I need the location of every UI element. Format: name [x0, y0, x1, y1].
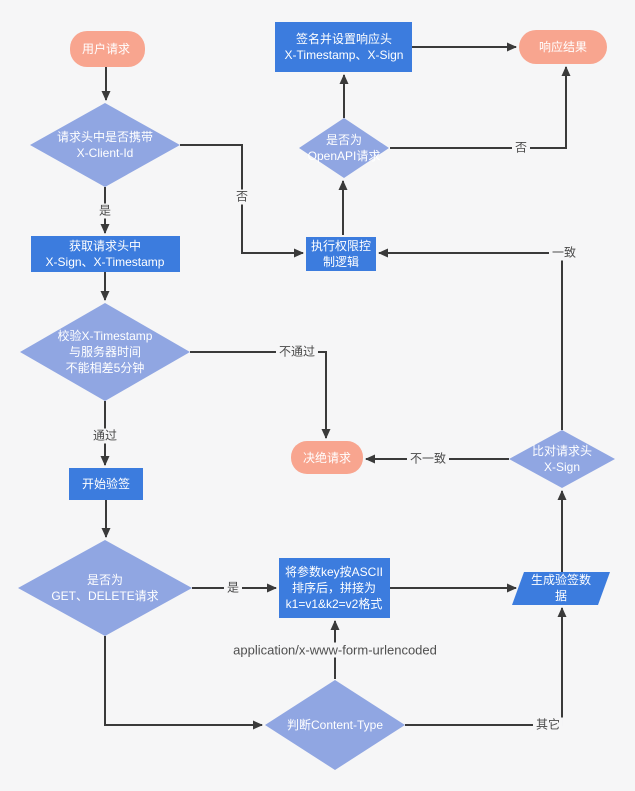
- node-sort-params-label: 将参数key按ASCII 排序后，拼接为 k1=v1&k2=v2格式: [284, 565, 384, 611]
- node-response-result-label: 响应结果: [538, 40, 588, 54]
- node-perm-control-shape: [306, 237, 376, 271]
- node-check-client-id-label: 请求头中是否携带 X-Client-Id: [56, 130, 154, 160]
- node-sort-params-shape: [279, 558, 390, 618]
- node-reject-request-shape: [291, 441, 363, 474]
- node-start-verify-label: 开始验签: [81, 477, 131, 491]
- node-content-type-check-shape: [265, 680, 405, 770]
- edge-label-other: 其它: [532, 717, 564, 733]
- edge-label-yes1: 是: [95, 203, 115, 219]
- edge-label-match: 一致: [548, 245, 580, 261]
- edge-openapi-no: [390, 66, 571, 149]
- edge-label-yes2: 是: [223, 580, 243, 596]
- node-sign-response-shape: [275, 22, 412, 72]
- node-start-verify-shape: [69, 468, 143, 500]
- node-gen-sign-data-shape: [512, 572, 610, 605]
- edge-comparesign-match: [378, 248, 563, 430]
- node-sign-response-label: 签名并设置响应头 X-Timestamp、X-Sign: [284, 32, 404, 62]
- node-check-client-id-shape: [30, 103, 180, 187]
- node-get-delete-check-label: 是否为 GET、DELETE请求: [51, 573, 159, 603]
- node-get-headers-label: 获取请求头中 X-Sign、X-Timestamp: [45, 239, 165, 269]
- node-user-request-shape: [70, 31, 145, 67]
- edge-label-form-urlencoded: application/x-www-form-urlencoded: [230, 642, 440, 658]
- node-compare-sign-shape: [509, 430, 615, 488]
- node-get-delete-check-shape: [18, 540, 192, 636]
- edge-label-mismatch: 不一致: [406, 451, 450, 467]
- node-compare-sign-label: 比对请求头 X-Sign: [531, 444, 593, 474]
- edge-label-fail: 不通过: [275, 344, 319, 360]
- node-get-headers-shape: [31, 236, 180, 272]
- node-user-request-label: 用户请求: [81, 42, 131, 56]
- edge-getdelete-to-contenttype: [104, 636, 263, 730]
- node-response-result-shape: [519, 30, 607, 64]
- node-perm-control-label: 执行权限控 制逻辑: [310, 239, 372, 269]
- node-verify-timestamp-shape: [20, 303, 190, 401]
- node-openapi-check-shape: [299, 118, 389, 178]
- node-openapi-check-label: 是否为 OpenAPI请求: [307, 133, 381, 163]
- node-content-type-check-label: 判断Content-Type: [286, 718, 384, 732]
- node-reject-request-label: 决绝请求: [302, 451, 352, 465]
- node-gen-sign-data-label: 生成验签数据: [530, 573, 591, 603]
- edge-verify-fail: [190, 351, 331, 439]
- edge-label-pass: 通过: [89, 428, 121, 444]
- edge-contenttype-other: [405, 607, 567, 726]
- edge-label-no1: 否: [232, 189, 252, 205]
- edge-label-no2: 否: [511, 140, 531, 156]
- node-verify-timestamp-label: 校验X-Timestamp 与服务器时间 不能相差5分钟: [57, 329, 153, 375]
